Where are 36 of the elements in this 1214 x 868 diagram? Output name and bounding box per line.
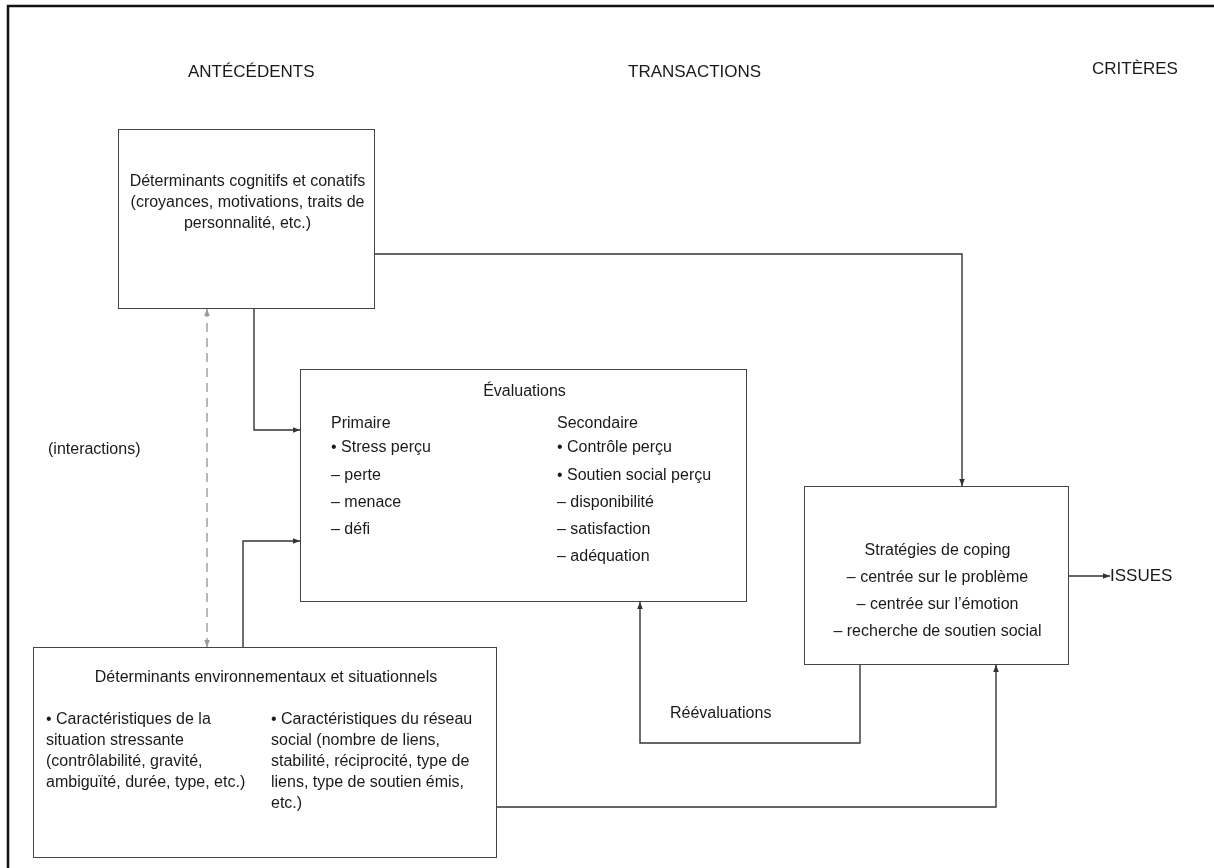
process-box — [33, 647, 497, 858]
column-heading: Secondaire — [557, 413, 639, 433]
process-box — [300, 369, 747, 602]
output-label: ISSUES — [1110, 565, 1174, 586]
list-item: – adéquation — [557, 546, 651, 566]
arrow — [242, 538, 301, 648]
arrow — [1068, 573, 1111, 579]
arrow — [496, 664, 999, 808]
list-item: – disponibilité — [557, 492, 655, 512]
list-item: • Stress perçu — [331, 437, 432, 457]
process-box — [118, 129, 375, 309]
column-heading: Primaire — [331, 413, 392, 433]
list-item: – menace — [331, 492, 403, 512]
list-item: – recherche de soutien social — [832, 621, 1043, 641]
process-box — [804, 486, 1069, 665]
list-item: – perte — [331, 465, 382, 485]
arrow — [253, 308, 301, 433]
list-item: • Soutien social perçu — [557, 465, 713, 485]
list-item: – défi — [331, 519, 372, 539]
dashed-arrow — [204, 308, 210, 648]
list-item: – centrée sur l’émotion — [855, 594, 1020, 614]
bullet-paragraph: • Caractéristiques de la situation stressante (contrôlabilité, gravité, ambiguïté, durée, type, etc.) — [46, 709, 246, 792]
arrow — [637, 601, 861, 744]
list-item: – centrée sur le problème — [845, 567, 1030, 587]
annotation-text: (interactions) — [48, 440, 141, 458]
column-header: ANTÉCÉDENTS — [188, 62, 315, 82]
column-header: TRANSACTIONS — [628, 62, 762, 82]
box-heading: Déterminants environnementaux et situationnels — [93, 667, 439, 687]
arrow — [374, 253, 965, 487]
box-heading: Stratégies de coping — [863, 540, 1012, 560]
node-text: Déterminants cognitifs et conatifs (croyances, motivations, traits de personnalité, etc.) — [129, 171, 366, 233]
bullet-paragraph: • Caractéristiques du réseau social (nombre de liens, stabilité, réciprocité, type de liens, type de soutien émis, etc.) — [271, 709, 474, 813]
list-item: – satisfaction — [557, 519, 652, 539]
list-item: • Contrôle perçu — [557, 437, 673, 457]
column-header: CRITÈRES — [1092, 59, 1178, 79]
section-heading: Évaluations — [482, 380, 567, 401]
